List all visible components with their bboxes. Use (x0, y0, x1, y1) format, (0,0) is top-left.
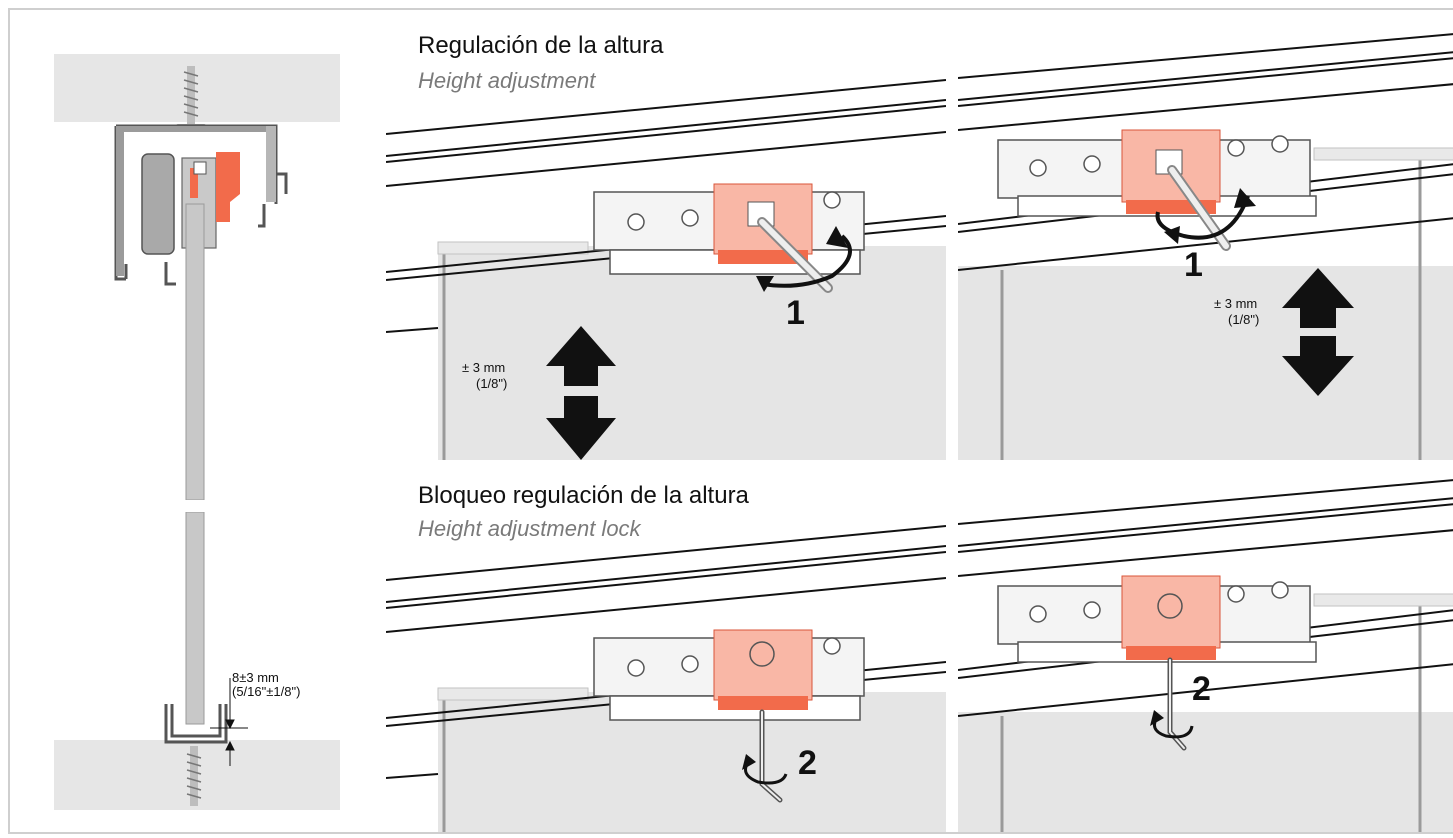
panel-height-adjust-right (958, 18, 1453, 460)
carriage (593, 629, 865, 721)
gap-label: 8±3 mm (232, 670, 279, 685)
up-down-arrow-icon (1282, 268, 1354, 396)
glass-door (958, 266, 1453, 460)
up-down-arrow-icon (546, 326, 616, 460)
cross-section-drawing (54, 54, 348, 810)
glass-door (958, 712, 1453, 832)
rotation-arrow-icon (1155, 195, 1250, 240)
adjust-wrench (757, 217, 833, 293)
carriage (997, 129, 1317, 217)
section-subtitle-height-adjustment: Height adjustment (418, 68, 596, 93)
floor-guide (164, 704, 228, 744)
panel-height-adjust-left (386, 76, 946, 460)
tolerance-label-right: ± 3 mm (1214, 296, 1258, 311)
step-number-1-left: 1 (786, 294, 805, 332)
tolerance-label-imperial-right: (1/8") (1228, 312, 1260, 327)
panel-height-lock-left (386, 522, 946, 832)
carriage (997, 575, 1317, 663)
tolerance-label-left: ± 3 mm (462, 360, 506, 375)
ceiling (54, 54, 340, 122)
allen-key-icon (1167, 657, 1187, 751)
gap-label-imperial: (5/16"±1/8") (232, 684, 301, 699)
glass-door (438, 246, 946, 460)
step-number-2-right: 2 (1192, 670, 1211, 708)
section-subtitle-height-lock: Height adjustment lock (418, 516, 641, 541)
gap-dimension (210, 678, 248, 766)
section-title-height-adjustment: Regulación de la altura (418, 32, 664, 59)
tolerance-label-imperial-left: (1/8") (476, 376, 508, 391)
rotation-arrow-icon (1152, 715, 1194, 739)
step-number-2-left: 2 (798, 744, 817, 782)
section-title-height-lock: Bloqueo regulación de la altura (418, 482, 749, 509)
rotation-arrow-icon (761, 234, 852, 288)
top-rail (958, 33, 1453, 271)
panel-height-lock-right (958, 464, 1453, 832)
step-number-1-right: 1 (1184, 246, 1203, 284)
door-rod (182, 203, 208, 725)
floor-screw (186, 746, 202, 806)
diagram-frame: 8±3 mm (5/16"±1/8") Regulación de la alt… (8, 8, 1453, 834)
carriage (593, 183, 865, 275)
